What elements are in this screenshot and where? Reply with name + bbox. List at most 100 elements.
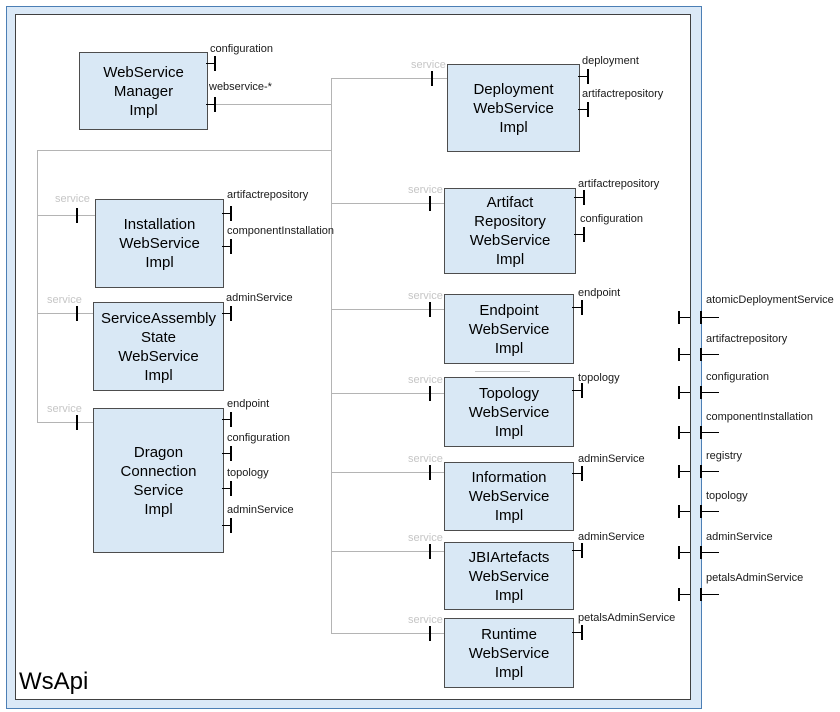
frame-port-outer-stub [702,594,719,595]
interface-tick [587,69,589,84]
interface-tick [581,383,583,398]
frame-port-outer-stub [702,511,719,512]
service-port-label: service [408,614,443,626]
service-port-label: service [408,374,443,386]
interface-stub [572,473,582,474]
frame-port-outer-stub [702,354,719,355]
interface-label-dragon-endpoint: endpoint [227,398,270,410]
frame-port-tick [700,426,702,439]
frame-port-tick [678,348,680,361]
interface-tick [214,97,216,112]
frame-port-tick [678,588,680,601]
interface-stub [578,76,588,77]
interface-stub [222,419,232,420]
frame-port-inner-stub [680,432,690,433]
interface-tick [583,227,585,242]
interface-label-endpoint-endpoint: endpoint [578,287,621,299]
service-port-label: service [408,453,443,465]
frame-title: WsApi [19,668,89,695]
frame-port-label-registry: registry [706,450,743,462]
frame-port-label-adminservice: adminService [706,531,773,543]
frame-port-inner-stub [680,511,690,512]
service-port-label: service [411,59,446,71]
service-line-service-assembly [37,313,93,314]
interface-stub [572,307,582,308]
socket-tick [76,306,78,321]
frame-port-tick [700,348,702,361]
interface-label-dragon-adminservice: adminService [227,504,294,516]
interface-tick [230,206,232,221]
interface-label-installation-artifactrepository: artifactrepository [227,189,309,201]
interface-label-dragon-topology: topology [227,467,269,479]
connector-left-bracket [37,150,38,423]
interface-stub [206,63,216,64]
frame-port-outer-stub [702,552,719,553]
frame-port-tick [700,505,702,518]
interface-label-manager-webservice: webservice-* [209,81,272,93]
component-topology-webservice-impl: Topology WebService Impl [444,377,574,447]
interface-label-information-adminservice: adminService [578,453,645,465]
interface-tick [583,190,585,205]
frame-port-tick [700,588,702,601]
connector-stray-segment [475,371,530,372]
interface-stub [222,246,232,247]
frame-port-label-petalsadminservice: petalsAdminService [706,572,804,584]
socket-tick [431,71,433,86]
interface-tick [581,466,583,481]
frame-port-inner-stub [680,392,690,393]
interface-tick [230,306,232,321]
socket-tick [429,196,431,211]
interface-label-dragon-configuration: configuration [227,432,290,444]
interface-tick [581,543,583,558]
interface-stub [222,525,232,526]
interface-stub [206,104,216,105]
socket-tick [429,544,431,559]
frame-port-outer-stub [702,317,719,318]
component-dragon-connection-service-impl: Dragon Connection Service Impl [93,408,224,553]
interface-label-artifactrepo-artifactrepository: artifactrepository [578,178,660,190]
socket-tick [429,465,431,480]
socket-tick [76,208,78,223]
interface-label-installation-componentinstallation: componentInstallation [227,225,335,237]
service-line-artifact-repository [331,203,444,204]
service-port-label: service [408,532,443,544]
frame-port-tick [678,505,680,518]
service-line-runtime [331,633,444,634]
frame-port-tick [700,311,702,324]
frame-port-tick [678,465,680,478]
frame-port-label-artifactrepository: artifactrepository [706,333,788,345]
frame-port-outer-stub [702,471,719,472]
component-jbiartefacts-webservice-impl: JBIArtefacts WebService Impl [444,542,574,610]
socket-tick [429,386,431,401]
interface-tick [230,239,232,254]
service-port-label: service [408,290,443,302]
interface-label-runtime-petalsadminservice: petalsAdminService [578,612,676,624]
frame-port-tick [678,386,680,399]
interface-stub [572,550,582,551]
service-port-label: service [47,403,82,415]
socket-tick [429,626,431,641]
frame-port-tick [678,426,680,439]
component-deployment-webservice-impl: Deployment WebService Impl [447,64,580,152]
interface-stub [574,197,584,198]
frame-port-outer-stub [702,432,719,433]
interface-stub [574,234,584,235]
component-endpoint-webservice-impl: Endpoint WebService Impl [444,294,574,364]
service-line-jbi-artefacts [331,551,444,552]
service-line-information [331,472,444,473]
frame-port-inner-stub [680,317,690,318]
socket-tick [429,302,431,317]
frame-port-inner-stub [680,552,690,553]
frame-port-tick [678,546,680,559]
interface-label-deployment-deployment: deployment [582,55,639,67]
frame-port-inner-stub [680,471,690,472]
frame-port-label-componentinstallation: componentInstallation [706,411,814,423]
connector-top-branch [37,150,332,151]
component-information-webservice-impl: Information WebService Impl [444,462,574,531]
service-line-dragon [37,422,93,423]
interface-stub [222,488,232,489]
interface-stub [222,213,232,214]
service-port-label: service [408,184,443,196]
component-installation-webservice-impl: Installation WebService Impl [95,199,224,288]
